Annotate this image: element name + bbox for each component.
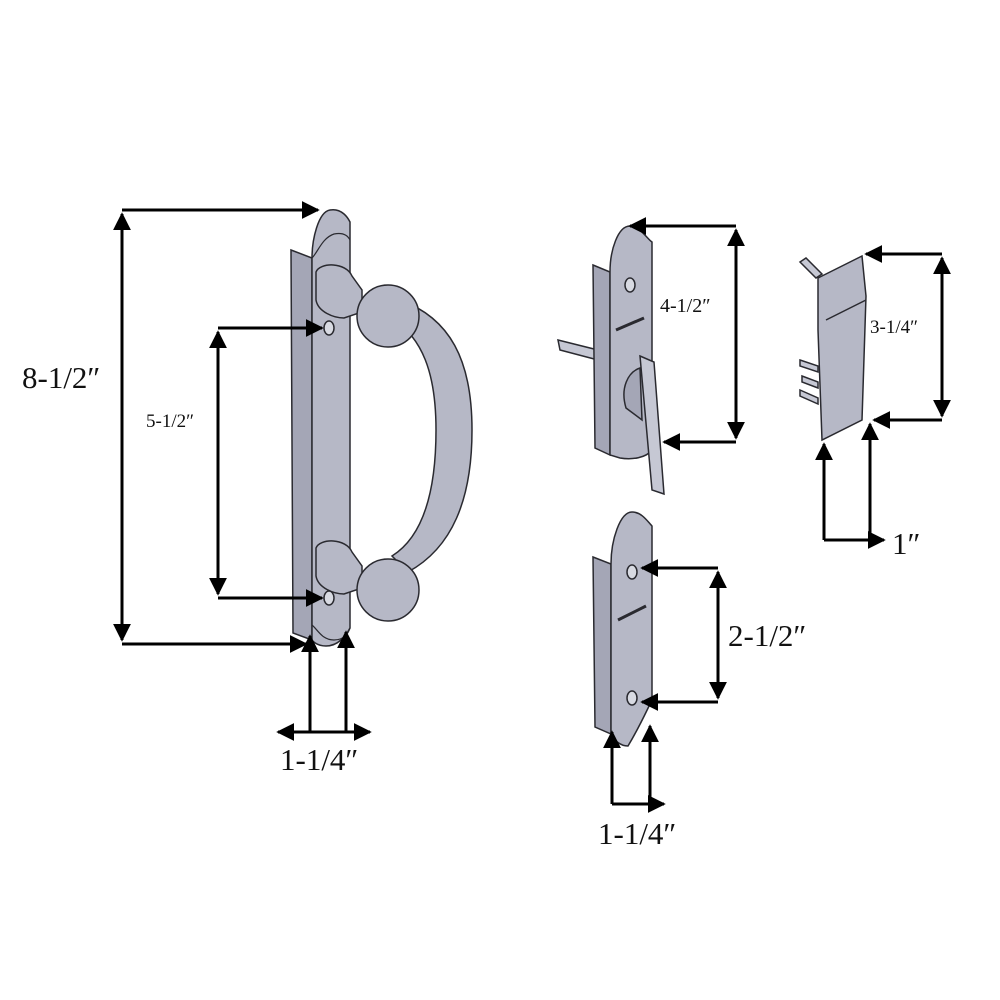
keeper-body	[817, 254, 867, 442]
dimension-hole-spacing	[209, 319, 324, 607]
dimension-keeper-height	[864, 245, 951, 429]
keeper-tab-mid-2	[801, 374, 819, 390]
label-keeper-height: 3-1/4″	[870, 317, 919, 338]
dimension-handle-width	[276, 630, 372, 741]
dimension-mount-hole-spacing	[640, 559, 727, 711]
dimension-latch-height	[628, 217, 745, 451]
mount-brand-mark	[617, 604, 647, 622]
mount-screw-hole-top	[626, 564, 638, 580]
handle-post-top	[315, 264, 363, 319]
handle-knob-bottom	[356, 558, 420, 622]
label-handle-width: 1-1/4″	[280, 742, 359, 777]
label-mount-width: 1-1/4″	[598, 816, 677, 851]
interior-latch-handle	[557, 225, 665, 496]
label-keeper-width: 1″	[892, 526, 921, 561]
latch-tail-piece	[557, 338, 599, 361]
mount-plate-side	[592, 555, 612, 736]
label-hole-spacing: 5-1/2″	[146, 411, 195, 432]
handle-plate-side	[290, 248, 313, 642]
latch-lever	[639, 354, 665, 496]
keeper-tab-top	[798, 257, 824, 279]
dimension-overall-height	[113, 201, 320, 653]
label-overall-height: 8-1/2″	[22, 360, 101, 395]
keeper-tab-mid-1	[799, 358, 819, 374]
mounting-plate	[592, 511, 653, 747]
handle-post-bottom	[315, 540, 363, 595]
latch-plate-side	[592, 263, 611, 457]
mount-screw-hole-bottom	[626, 690, 638, 706]
label-mount-hole-spacing: 2-1/2″	[728, 618, 807, 653]
latch-brand-mark	[615, 316, 645, 332]
dimension-mount-width	[603, 724, 666, 813]
label-latch-height: 4-1/2″	[660, 295, 711, 317]
screw-hole-top	[323, 320, 335, 336]
keeper-tab-mid-3	[799, 388, 819, 406]
exterior-pull-handle	[290, 209, 473, 647]
keeper-strike	[798, 254, 867, 442]
handle-knob-top	[356, 284, 420, 348]
dimension-keeper-width	[815, 422, 886, 549]
screw-hole-bottom	[323, 590, 335, 606]
mount-plate-front	[610, 511, 653, 747]
latch-screw-hole	[624, 277, 636, 293]
